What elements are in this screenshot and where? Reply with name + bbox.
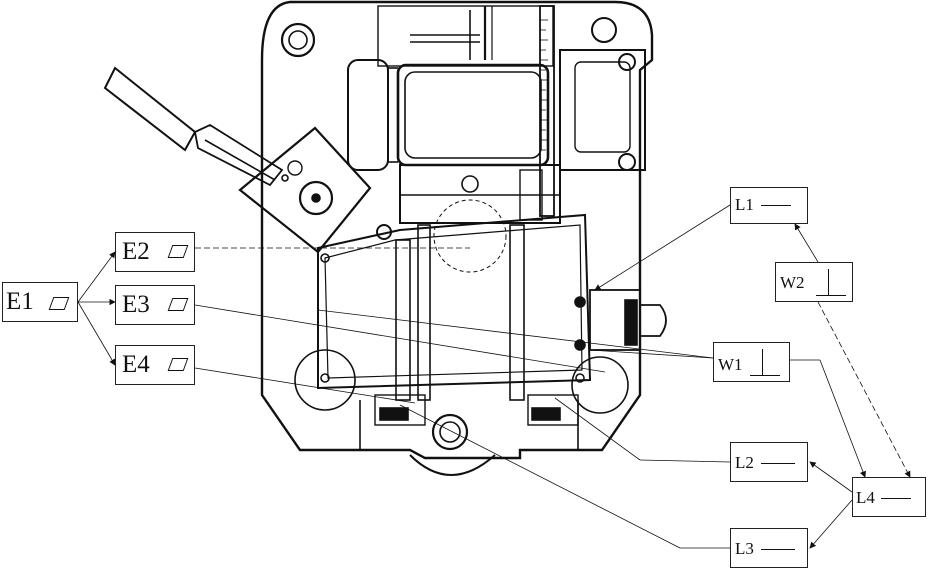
label-e1: E1 xyxy=(2,282,78,322)
perpendicular-base-icon xyxy=(816,295,846,296)
label-l3: L3 xyxy=(730,528,808,568)
leader-lines xyxy=(77,204,911,549)
perpendicular-symbol-icon xyxy=(762,349,763,375)
parallelogram-icon xyxy=(167,245,189,258)
parallelogram-icon xyxy=(167,358,189,371)
label-e3: E3 xyxy=(115,285,195,325)
length-symbol-icon xyxy=(881,498,911,499)
label-w1: W1 xyxy=(713,342,790,382)
parallelogram-icon xyxy=(167,298,189,311)
label-e4: E4 xyxy=(115,345,195,385)
length-symbol-icon xyxy=(761,205,791,206)
length-symbol-icon xyxy=(761,549,795,550)
label-l4: L4 xyxy=(852,477,926,517)
label-w2: W2 xyxy=(775,262,853,302)
perpendicular-base-icon xyxy=(750,375,780,376)
parallelogram-icon xyxy=(48,297,70,310)
perpendicular-symbol-icon xyxy=(828,269,829,295)
machine-body xyxy=(103,0,667,476)
label-l1: L1 xyxy=(730,187,808,224)
label-e2: E2 xyxy=(115,232,195,272)
label-l2: L2 xyxy=(730,442,808,482)
length-symbol-icon xyxy=(761,463,795,464)
